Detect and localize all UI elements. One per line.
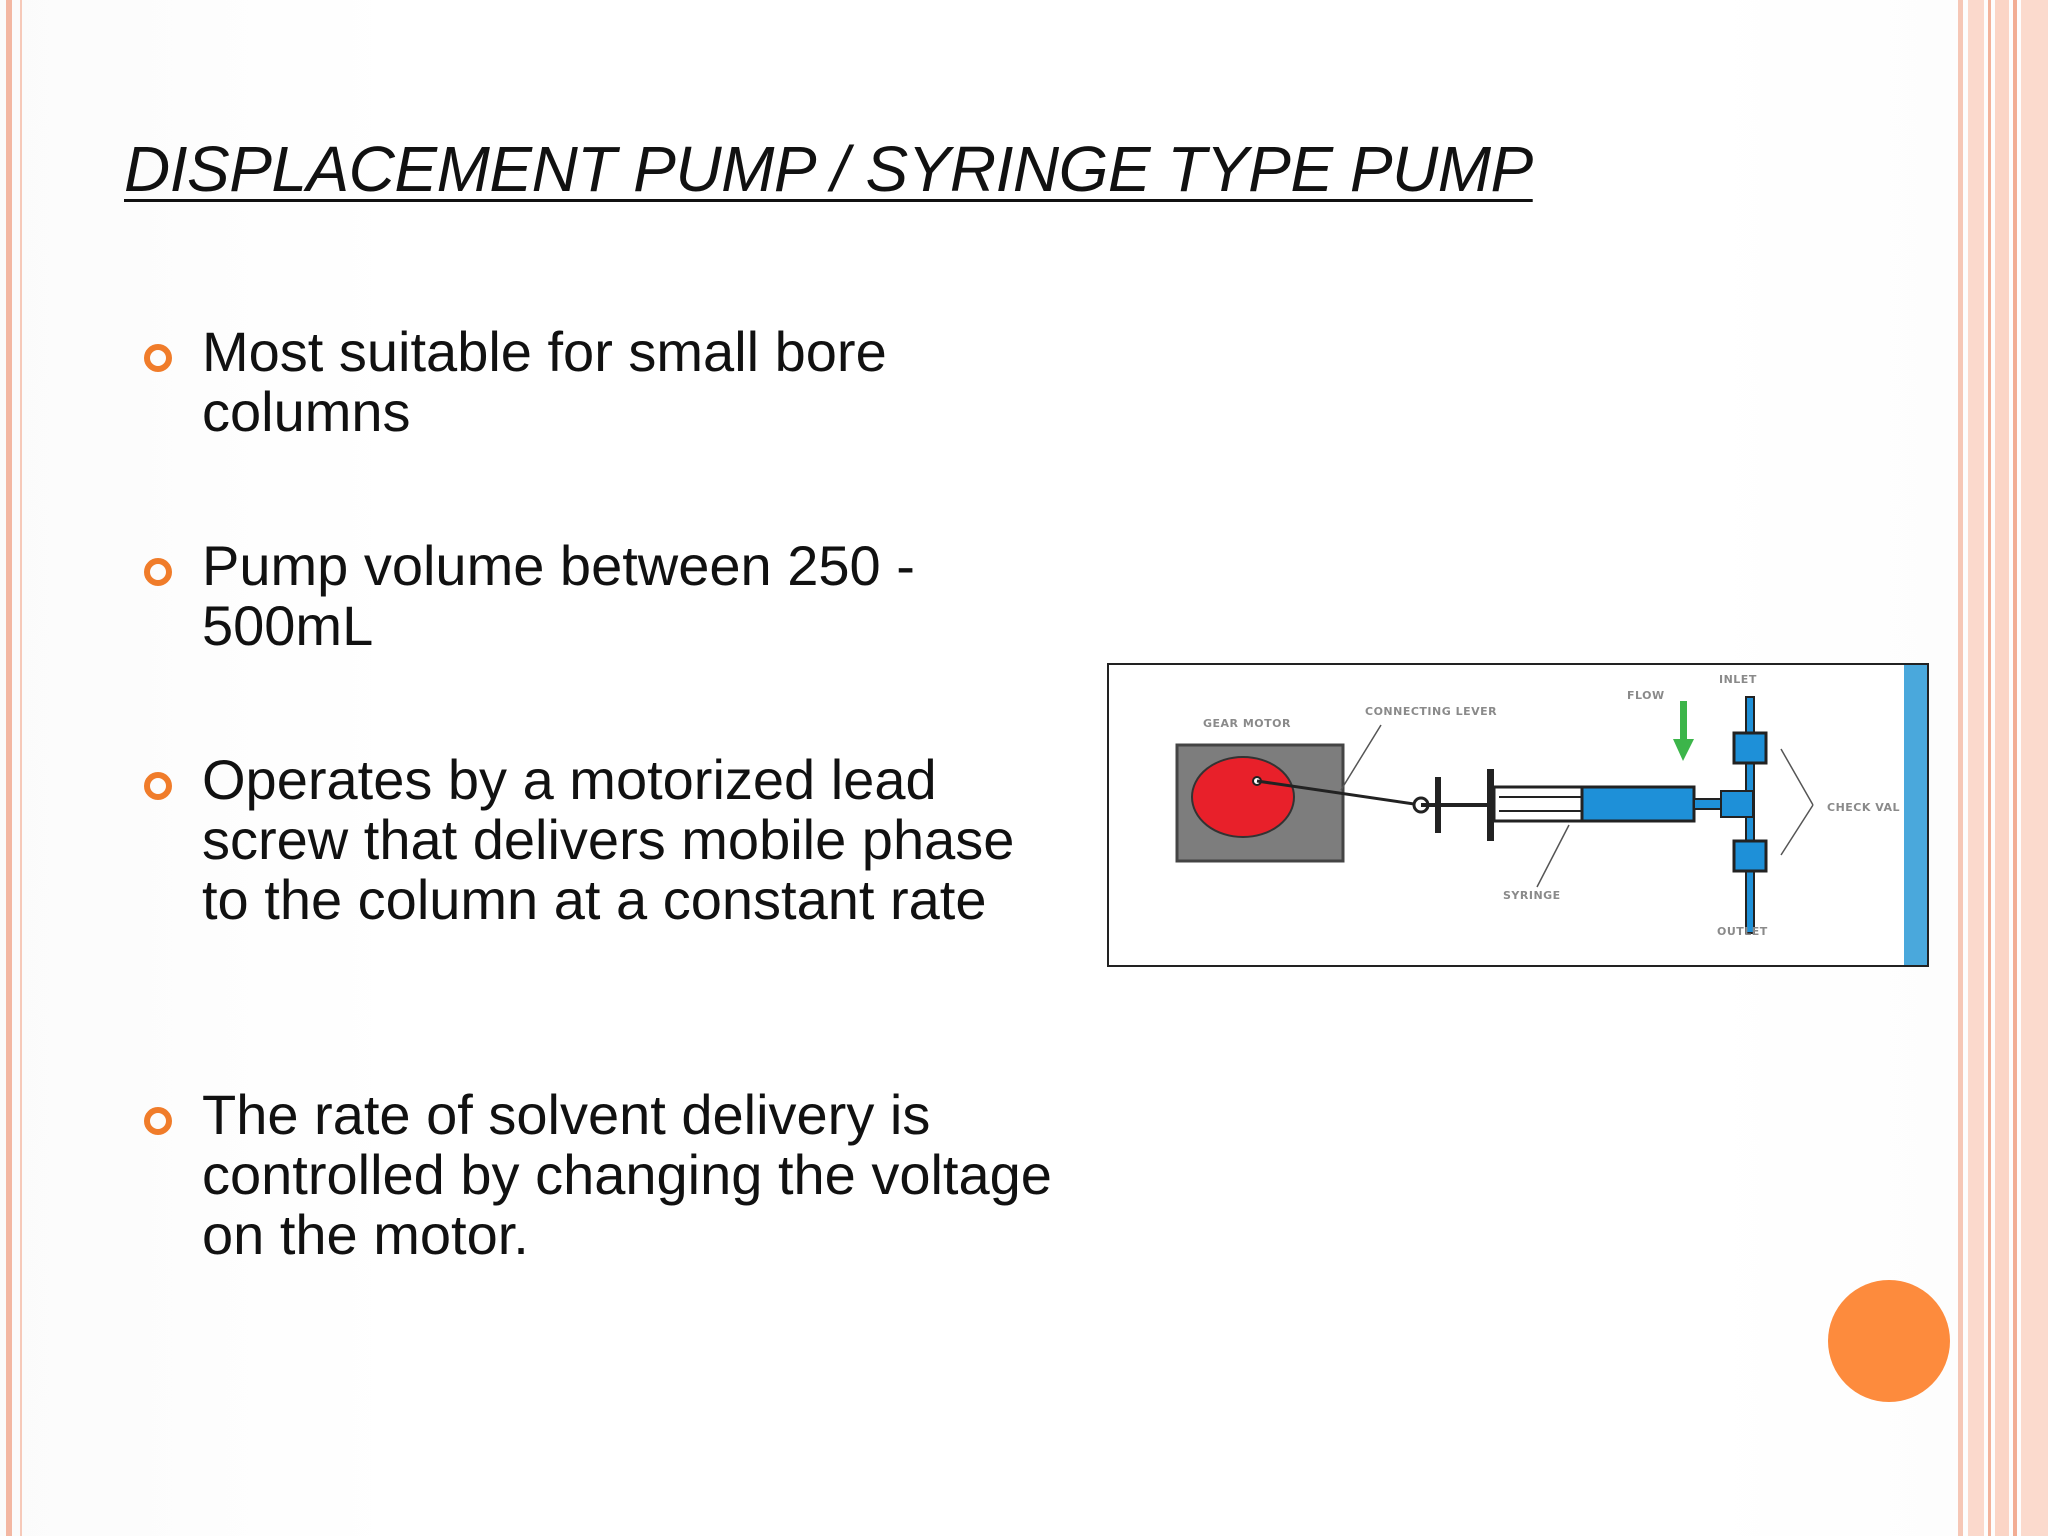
bullet-text: Most suitable for small bore columns	[202, 320, 887, 443]
leader-line	[1340, 724, 1382, 791]
right-border-stripe	[1968, 0, 1984, 1536]
slide-title: DISPLACEMENT PUMP / SYRINGE TYPE PUMP	[124, 133, 1533, 205]
right-border-stripe	[1995, 0, 2009, 1536]
bullet-ring-icon	[144, 344, 172, 372]
label-flow: FLOW	[1627, 689, 1665, 702]
leader-line	[1780, 748, 1814, 806]
connecting-lever	[1256, 779, 1422, 807]
gear-motor-disc	[1191, 756, 1295, 838]
syringe-pump-diagram: GEAR MOTOR CONNECTING LEVER FLOW INLET C…	[1107, 663, 1929, 967]
left-border-inner	[20, 0, 22, 1536]
right-border-stripe	[2021, 0, 2048, 1536]
syringe-flange	[1487, 769, 1494, 841]
label-gear-motor: GEAR MOTOR	[1203, 717, 1291, 730]
syringe-barrel	[1492, 785, 1584, 823]
label-syringe: SYRINGE	[1503, 889, 1561, 902]
label-connecting-lever: CONNECTING LEVER	[1365, 705, 1497, 718]
label-check-valve: CHECK VAL	[1827, 801, 1900, 814]
leader-line	[1536, 824, 1570, 888]
bullet-text: The rate of solvent delivery is controll…	[202, 1083, 1052, 1266]
bullet-ring-icon	[144, 1107, 172, 1135]
valve-junction	[1720, 790, 1754, 818]
right-border-stripe	[1988, 0, 1991, 1536]
right-border-stripe	[2013, 0, 2017, 1536]
bullet-ring-icon	[144, 558, 172, 586]
label-inlet: INLET	[1719, 673, 1757, 686]
bullet-text: Operates by a motorized lead screw that …	[202, 748, 1015, 931]
syringe-pump-schematic: GEAR MOTOR CONNECTING LEVER FLOW INLET C…	[1175, 665, 1927, 965]
right-border-stripe	[1958, 0, 1963, 1536]
diagram-edge-strip	[1904, 665, 1927, 965]
inlet-check-valve	[1732, 731, 1768, 765]
bullet-ring-icon	[144, 772, 172, 800]
decorative-orange-dot	[1828, 1280, 1950, 1402]
outlet-check-valve	[1732, 839, 1768, 873]
label-outlet: OUTLET	[1717, 925, 1768, 938]
flow-arrow-icon	[1673, 739, 1694, 761]
bullet-text: Pump volume between 250 - 500mL	[202, 534, 915, 657]
leader-line	[1780, 804, 1814, 856]
flow-arrow-shaft	[1680, 701, 1687, 741]
left-border	[6, 0, 12, 1536]
syringe-fluid	[1580, 785, 1696, 823]
